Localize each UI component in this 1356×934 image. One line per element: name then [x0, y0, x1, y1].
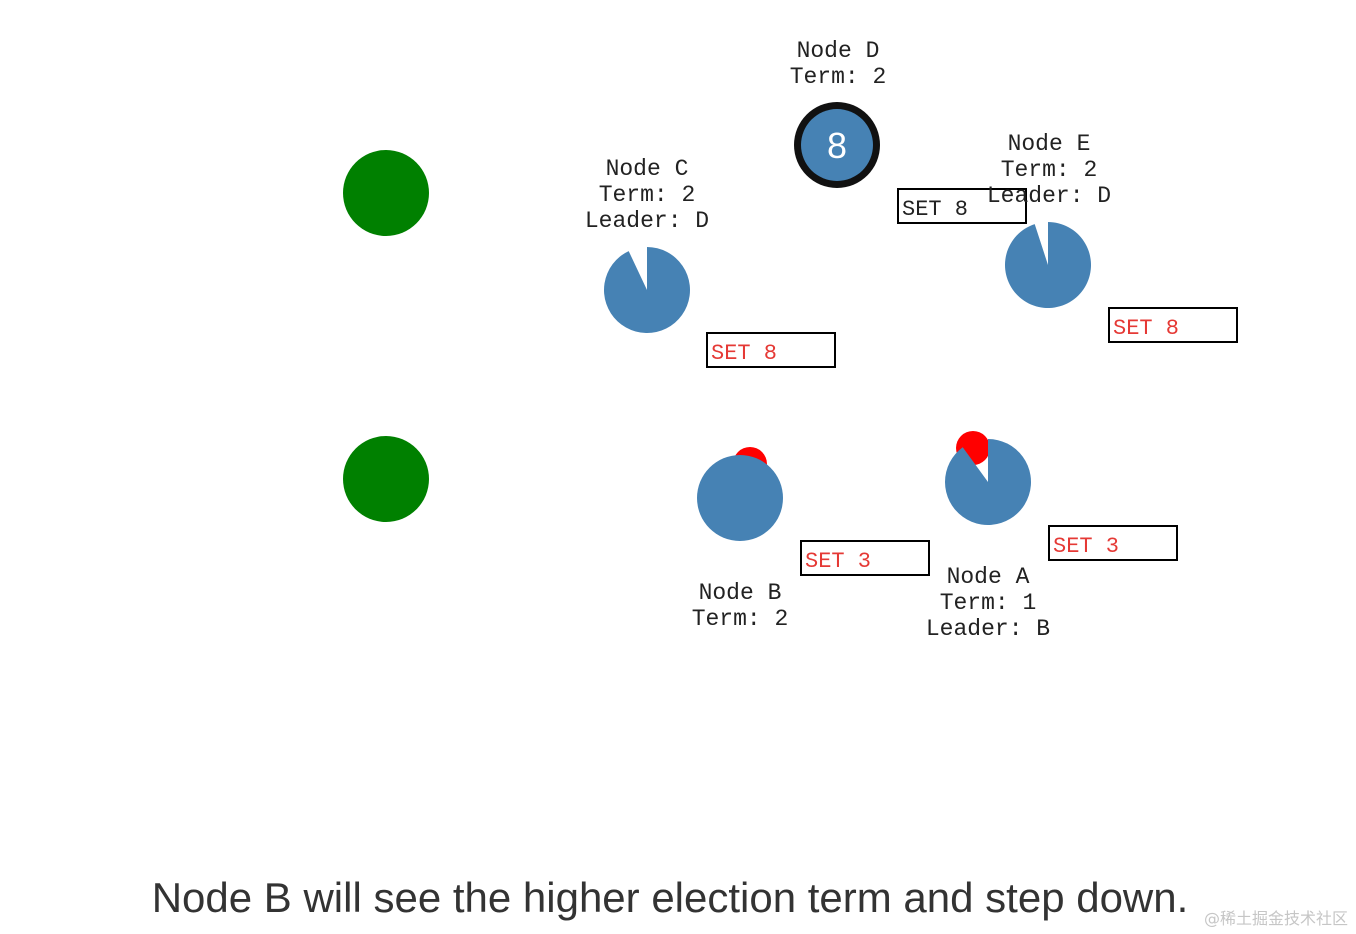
node-c-name: Node C	[606, 156, 689, 182]
watermark: @稀土掘金技术社区	[1203, 909, 1348, 928]
node-b-log-text: SET 3	[805, 549, 871, 574]
node-e-name: Node E	[1008, 131, 1091, 157]
node-d-log-text: SET 8	[902, 197, 968, 222]
node-e-log-text: SET 8	[1113, 316, 1179, 341]
client-bottom	[343, 436, 429, 522]
node-a-leader: Leader: B	[926, 616, 1050, 642]
caption: Node B will see the higher election term…	[151, 874, 1189, 921]
node-a-term: Term: 1	[940, 590, 1037, 616]
node-a-name: Node A	[947, 564, 1030, 590]
client-top	[343, 150, 429, 236]
node-b-name: Node B	[699, 580, 782, 606]
node-b	[697, 455, 783, 541]
node-b-log-entry	[800, 540, 930, 576]
node-c-leader: Leader: D	[585, 208, 709, 234]
node-c-log-entry	[706, 332, 836, 368]
node-e-leader: Leader: D	[987, 183, 1111, 209]
node-e	[1004, 222, 1091, 309]
node-e-term: Term: 2	[1001, 157, 1098, 183]
node-d-name: Node D	[797, 38, 880, 64]
node-c-term: Term: 2	[599, 182, 696, 208]
node-d-term: Term: 2	[790, 64, 887, 90]
node-d	[801, 109, 873, 181]
node-c	[603, 247, 690, 333]
node-c-log-text: SET 8	[711, 341, 777, 366]
node-b-term: Term: 2	[692, 606, 789, 632]
node-d-log-entry	[897, 188, 1027, 224]
node-a	[945, 438, 1031, 525]
node-a-log-entry	[1048, 525, 1178, 561]
node-d-value: 8	[827, 125, 847, 166]
node-e-log-entry	[1108, 307, 1238, 343]
node-a-log-text: SET 3	[1053, 534, 1119, 559]
